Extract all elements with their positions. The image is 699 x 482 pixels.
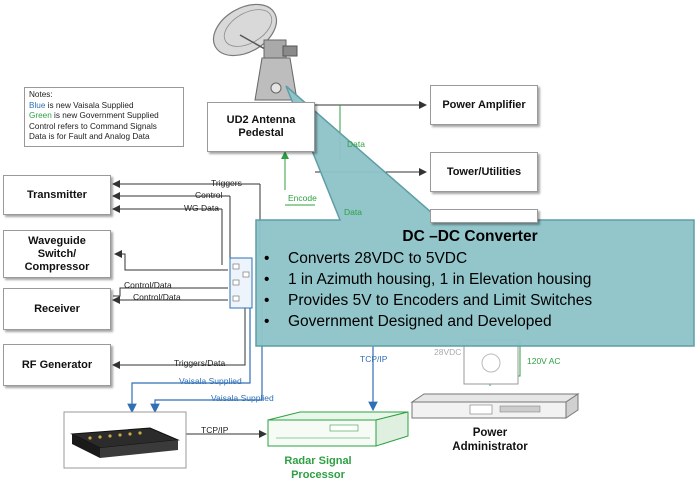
label-triggers: Triggers <box>211 178 242 188</box>
antenna-pedestal-line1: UD2 Antenna <box>226 114 296 126</box>
blue-line-vaisala-2 <box>150 300 263 414</box>
notes-blue-rest: is new Vaisala Supplied <box>45 100 134 110</box>
receiver-label: Receiver <box>34 302 80 315</box>
transmitter-box: Transmitter <box>3 175 111 215</box>
callout-bullet: Provides 5V to Encoders and Limit Switch… <box>264 290 682 311</box>
antenna-pedestal-box: UD2 Antenna Pedestal <box>207 102 315 152</box>
power-amplifier-label: Power Amplifier <box>442 98 526 111</box>
radar-signal-processor-icon <box>267 411 409 447</box>
power-administrator-icon <box>410 393 580 419</box>
power-administrator-line1: Power <box>472 427 508 439</box>
antenna-dish-icon <box>212 3 298 101</box>
label-data-mid: Data <box>344 207 362 217</box>
label-tcpip-left: TCP/IP <box>201 425 229 435</box>
callout-bullet: Converts 28VDC to 5VDC <box>264 248 682 269</box>
diagram-canvas: Notes: Blue is new Vaisala Supplied Gree… <box>0 0 699 472</box>
notes-line-data: Data is for Fault and Analog Data <box>29 132 150 142</box>
partial-hidden-box <box>430 209 538 223</box>
notes-line-blue: Blue is new Vaisala Supplied <box>29 101 179 112</box>
callout-title: DC –DC Converter <box>402 228 538 245</box>
waveguide-box: Waveguide Switch/ Compressor <box>3 230 111 278</box>
waveguide-line2: Switch/ <box>37 247 77 260</box>
waveguide-line1: Waveguide <box>28 234 86 247</box>
interface-box <box>229 257 253 309</box>
power-amplifier-box: Power Amplifier <box>430 85 538 125</box>
label-triggers-data: Triggers/Data <box>174 358 226 368</box>
receiver-box: Receiver <box>3 288 111 330</box>
notes-line-green: Green is new Government Supplied <box>29 111 179 122</box>
notes-green-word: Green <box>29 111 52 121</box>
line-rf <box>112 300 246 369</box>
notes-line-control: Control refers to Command Signals <box>29 121 157 131</box>
notes-legend: Notes: Blue is new Vaisala Supplied Gree… <box>24 87 184 147</box>
label-wg-data: WG Data <box>184 203 219 213</box>
notes-green-rest: is new Government Supplied <box>51 111 159 121</box>
tower-utilities-label: Tower/Utilities <box>446 165 522 178</box>
label-control-data-2: Control/Data <box>133 292 181 302</box>
callout-bullet-list: Converts 28VDC to 5VDC 1 in Azimuth hous… <box>258 248 682 332</box>
label-vaisala-supplied-2: Vaisala Supplied <box>211 393 274 403</box>
label-tcpip-center: TCP/IP <box>360 354 388 364</box>
label-control-data-1: Control/Data <box>124 280 172 290</box>
power-administrator-line2: Administrator <box>452 441 528 453</box>
waveguide-line3: Compressor <box>24 260 90 273</box>
network-switch-icon <box>63 411 187 469</box>
callout-content: DC –DC Converter Converts 28VDC to 5VDC … <box>258 222 682 344</box>
label-28vdc-partial: 28VDC <box>434 347 462 357</box>
radar-signal-processor-caption: Radar Signal Processor <box>284 455 352 481</box>
rf-generator-box: RF Generator <box>3 344 111 386</box>
label-control: Control <box>195 190 223 200</box>
transmitter-label: Transmitter <box>27 188 87 201</box>
label-encoder: Encode <box>288 193 317 203</box>
line-waveguide <box>114 250 228 271</box>
label-120v-ac: 120V AC <box>527 356 561 366</box>
antenna-pedestal-line2: Pedestal <box>238 127 284 139</box>
blue-line-vaisala-1 <box>127 308 251 414</box>
notes-blue-word: Blue <box>29 100 46 110</box>
label-data-top: Data <box>347 139 365 149</box>
callout-bullet: 1 in Azimuth housing, 1 in Elevation hou… <box>264 269 682 290</box>
tower-utilities-box: Tower/Utilities <box>430 152 538 192</box>
callout-bullet: Government Designed and Developed <box>264 311 682 332</box>
rf-generator-label: RF Generator <box>21 358 93 371</box>
power-administrator-caption: Power Administrator <box>430 426 550 454</box>
label-vaisala-supplied-1: Vaisala Supplied <box>179 376 242 386</box>
notes-heading: Notes: <box>29 90 53 99</box>
